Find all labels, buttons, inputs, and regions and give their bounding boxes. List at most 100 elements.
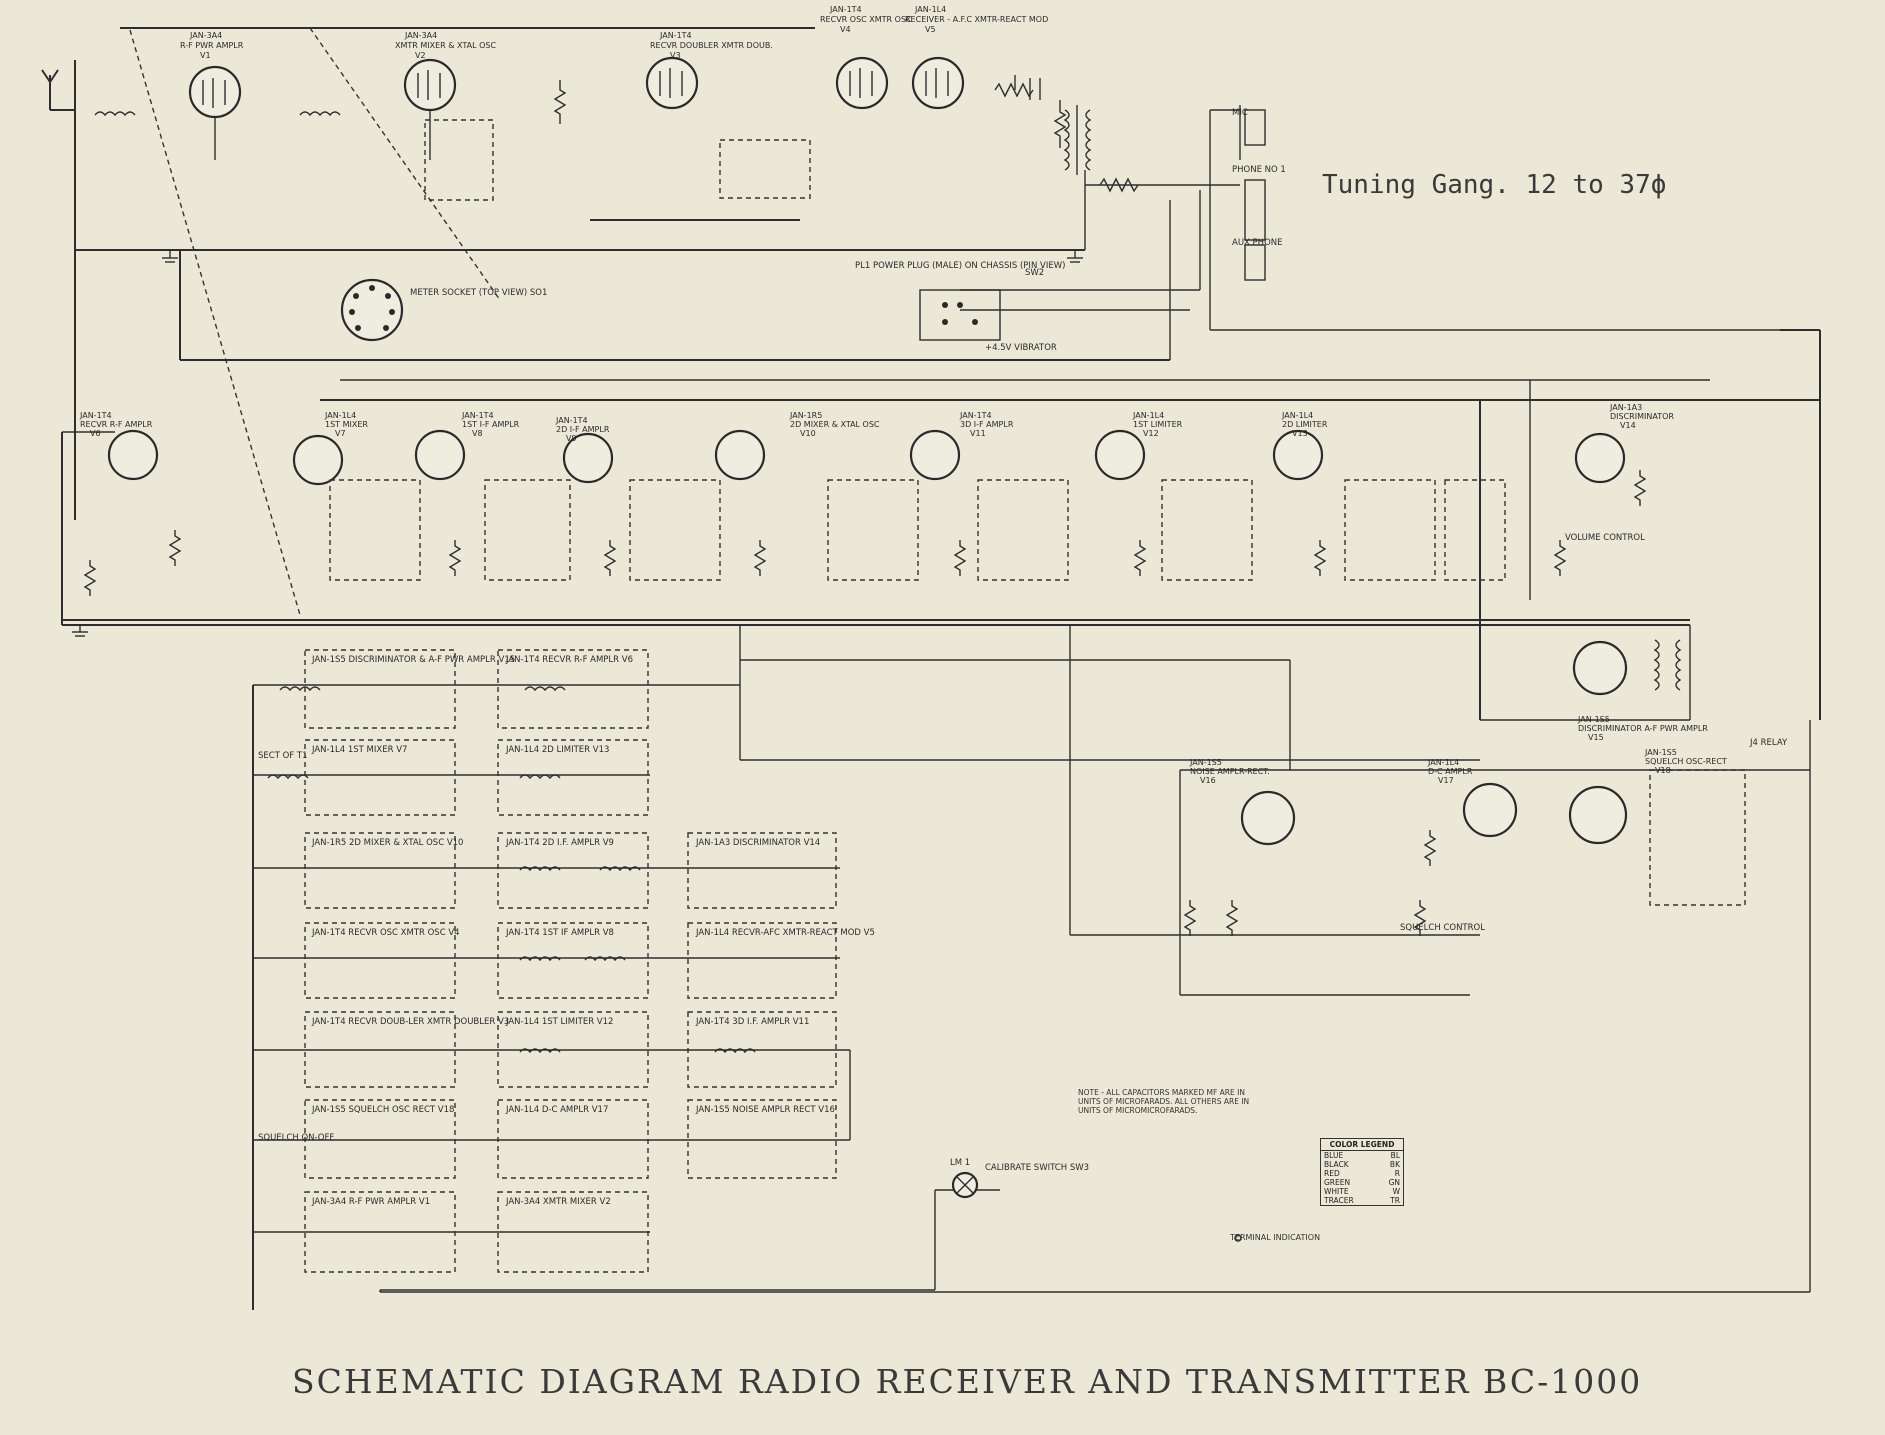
tube-v1 [188, 65, 242, 160]
top-section-wiring [74, 27, 1821, 640]
color-legend-row: BLACK BK [1321, 1160, 1403, 1169]
top-tube-function: RECVR OSC XMTR OSC [820, 15, 912, 24]
misc-labels: METER SOCKET (TOP VIEW) SO1 PL1 POWER PLU… [258, 108, 1788, 1173]
top-tube-ref: V1 [200, 51, 211, 60]
lower-tube-type: JAN-1L4 [1427, 758, 1459, 767]
filament-box-label: JAN-1L4 2D LIMITER V13 [505, 745, 609, 755]
filament-box-label: JAN-1L4 D-C AMPLR V17 [505, 1105, 608, 1115]
lower-tube-ref: V18 [1655, 766, 1671, 775]
tube-v5 [911, 56, 965, 110]
label-meter-socket: METER SOCKET (TOP VIEW) SO1 [410, 288, 547, 298]
if-tube-function: RECVR R-F AMPLR [80, 420, 153, 429]
label-sect-t1: SECT OF T1 [258, 751, 307, 761]
if-tube-function: 1ST I-F AMPLR [462, 420, 520, 429]
if-tube-function: 1ST LIMITER [1133, 420, 1183, 429]
label-squelch: SQUELCH CONTROL [1400, 923, 1485, 933]
top-tube-ref: V3 [670, 51, 681, 60]
legend-color-name: BLUE [1324, 1151, 1344, 1160]
legend-color-abbr: BK [1389, 1160, 1400, 1169]
color-legend-row: BLUE BL [1321, 1151, 1403, 1160]
filament-box-label: JAN-1T4 RECVR R-F AMPLR V6 [505, 655, 633, 665]
top-tube-function: RECVR DOUBLER XMTR DOUB. [650, 41, 773, 50]
filament-box-label: JAN-1L4 1ST MIXER V7 [311, 745, 407, 755]
capacitor-units-note: NOTE - ALL CAPACITORS MARKED MF ARE IN U… [1078, 1088, 1250, 1115]
if-tube-type: JAN-1R5 [789, 411, 822, 420]
label-aux-phone: AUX PHONE [1232, 238, 1283, 248]
label-vibrator: +4.5V VIBRATOR [985, 343, 1057, 353]
if-tube-ref: V9 [566, 434, 577, 443]
if-tube-ref: V13 [1292, 429, 1308, 438]
legend-color-abbr: W [1392, 1187, 1400, 1196]
top-tube-type: JAN-1T4 [829, 5, 862, 14]
legend-color-name: GREEN [1324, 1178, 1351, 1187]
if-tube-ref: V12 [1143, 429, 1159, 438]
if-tube-type: JAN-1T4 [79, 411, 112, 420]
if-tube-ref: V14 [1620, 421, 1636, 430]
label-phone-no1: PHONE NO 1 [1232, 165, 1286, 175]
if-tube-type: JAN-1T4 [959, 411, 992, 420]
if-tube-ref: V6 [90, 429, 101, 438]
if-tube-type: JAN-1T4 [555, 416, 588, 425]
legend-color-abbr: BL [1390, 1151, 1400, 1160]
if-tube-type: JAN-1L4 [324, 411, 356, 420]
tube-v3 [645, 56, 699, 110]
terminal-indication-label: TERMINAL INDICATION [1230, 1233, 1321, 1242]
if-tube-function: 3D I-F AMPLR [960, 420, 1014, 429]
label-squelch-sw: SQUELCH ON-OFF [258, 1133, 334, 1143]
page-title: SCHEMATIC DIAGRAM RADIO RECEIVER AND TRA… [292, 1362, 1643, 1401]
filament-box-label: JAN-1S5 DISCRIMINATOR & A-F PWR AMPLR V1… [311, 655, 515, 665]
legend-color-name: RED [1324, 1169, 1340, 1178]
filament-labels: JAN-1S5 DISCRIMINATOR & A-F PWR AMPLR V1… [311, 655, 875, 1207]
lower-tube-function: DISCRIMINATOR A-F PWR AMPLR [1578, 724, 1708, 733]
top-tube-type: JAN-1T4 [659, 31, 692, 40]
lower-tube-ref: V17 [1438, 776, 1454, 785]
top-tube-ref: V5 [925, 25, 936, 34]
handwritten-tuning-note: Tuning Gang. 12 to 37ϕ [1322, 170, 1667, 200]
label-lamp: LM 1 [950, 1158, 970, 1168]
top-tube-function: XMTR MIXER & XTAL OSC [395, 41, 497, 50]
filament-box-label: JAN-1S5 SQUELCH OSC RECT V18 [311, 1105, 454, 1115]
top-components [94, 75, 1139, 201]
filament-box-label: JAN-1T4 3D I.F. AMPLR V11 [695, 1017, 809, 1027]
filament-box-label: JAN-1A3 DISCRIMINATOR V14 [695, 838, 820, 848]
if-transformer-boxes [329, 479, 1506, 581]
label-relay: J4 RELAY [1749, 738, 1788, 748]
label-volume: VOLUME CONTROL [1565, 533, 1645, 543]
top-tube-ref: V4 [840, 25, 851, 34]
jacks-top-right [1210, 105, 1266, 281]
top-tube-type: JAN-3A4 [404, 31, 437, 40]
filament-box-label: JAN-1L4 RECVR-AFC XMTR-REACT MOD V5 [695, 928, 875, 938]
legend-color-name: BLACK [1324, 1160, 1349, 1169]
lower-tube-function: SQUELCH OSC-RECT [1645, 757, 1727, 766]
lower-tube-type: JAN-1S5 [1577, 715, 1610, 724]
if-tube-function: 2D MIXER & XTAL OSC [790, 420, 880, 429]
tube-v2 [403, 58, 457, 160]
filament-box-label: JAN-1T4 RECVR DOUB-LER XMTR DOUBLER V3 [311, 1017, 509, 1027]
lower-tube-ref: V15 [1588, 733, 1604, 742]
filament-box-label: JAN-1T4 RECVR OSC XMTR OSC V4 [311, 928, 460, 938]
top-tube-function: R-F PWR AMPLR [180, 41, 244, 50]
filament-box-label: JAN-1T4 1ST IF AMPLR V8 [505, 928, 614, 938]
filament-box-label: JAN-1L4 1ST LIMITER V12 [505, 1017, 613, 1027]
label-power-plug: PL1 POWER PLUG (MALE) ON CHASSIS (PIN VI… [855, 261, 1065, 271]
lower-tube-ref: V16 [1200, 776, 1216, 785]
legend-color-abbr: R [1394, 1169, 1400, 1178]
filament-boxes [304, 649, 837, 1273]
label-sw2: SW2 [1025, 268, 1044, 278]
filament-box-label: JAN-3A4 R-F PWR AMPLR V1 [311, 1197, 430, 1207]
noise-squelch-section [1179, 660, 1811, 1050]
color-legend-heading: COLOR LEGEND [1321, 1139, 1403, 1151]
if-tubes [107, 429, 1626, 486]
terminal-indication-symbol [1234, 1234, 1242, 1242]
filament-box-label: JAN-1T4 2D I.F. AMPLR V9 [505, 838, 614, 848]
top-tube-type: JAN-3A4 [189, 31, 222, 40]
lower-tube-type: JAN-1S5 [1644, 748, 1677, 757]
if-tube-type: JAN-1L4 [1281, 411, 1313, 420]
if-tube-function: DISCRIMINATOR [1610, 412, 1674, 421]
top-tube-function: RECEIVER - A.F.C XMTR-REACT MOD [905, 15, 1048, 24]
lower-tube-function: NOISE AMPLR-RECT. [1190, 767, 1270, 776]
if-tube-ref: V11 [970, 429, 986, 438]
